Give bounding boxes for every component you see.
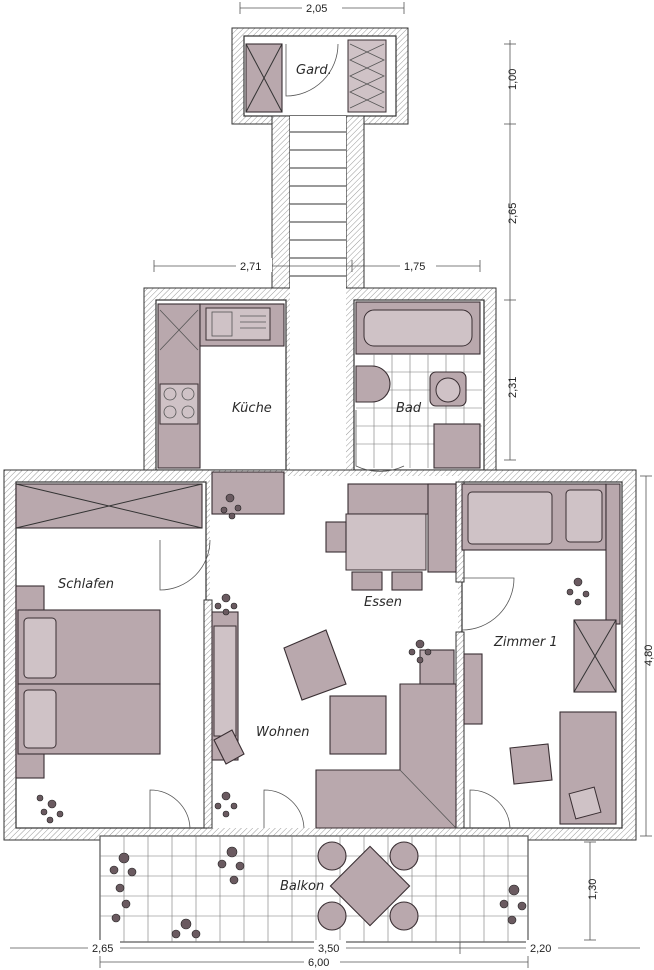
- plant-icon: [408, 639, 432, 664]
- zimmer1-label: Zimmer 1: [493, 635, 558, 650]
- balkon-area: Balkon: [99, 835, 529, 943]
- plant-icon: [36, 794, 64, 824]
- dim-bottom-1: 2,65: [92, 943, 113, 955]
- plant-icon: [499, 884, 527, 925]
- wohnen-label: Wohnen: [256, 725, 310, 740]
- dim-bottom-2: 3,50: [318, 943, 339, 955]
- dim-right-3: 2,31: [507, 377, 519, 398]
- dim-right-4: 4,80: [643, 645, 654, 666]
- plant-icon: [214, 593, 238, 616]
- dim-right-5: 1,30: [587, 879, 599, 900]
- kueche-label: Küche: [232, 401, 272, 416]
- plant-icon: [217, 846, 245, 885]
- bath-room: Bad: [355, 301, 482, 472]
- garderobe-room: Gard.: [245, 39, 387, 113]
- bad-label: Bad: [396, 401, 422, 416]
- schlafen-label: Schlafen: [58, 577, 114, 592]
- plant-icon: [109, 852, 137, 923]
- dim-bottom-3: 2,20: [530, 943, 551, 955]
- dim-mid-left: 2,71: [240, 261, 261, 273]
- balkon-tiles: [100, 836, 528, 942]
- dimensions: 2,05 1,00 2,65 2,31 4,80 1,30 2,71 1,75: [10, 0, 654, 969]
- dim-right-1: 1,00: [507, 69, 519, 90]
- plant-icon: [214, 791, 238, 818]
- garderobe-label: Gard.: [296, 63, 332, 78]
- dim-mid-right: 1,75: [404, 261, 425, 273]
- balkon-label: Balkon: [280, 879, 324, 894]
- plant-icon: [220, 493, 242, 520]
- zimmer1-room: Zimmer 1: [461, 483, 621, 829]
- plant-icon: [171, 918, 201, 939]
- dim-right-2: 2,65: [507, 203, 519, 224]
- plant-icon: [566, 577, 590, 606]
- dim-top-width: 2,05: [306, 3, 327, 15]
- essen-room: Essen: [220, 483, 457, 610]
- dim-bottom-total: 6,00: [308, 957, 329, 969]
- wohnen-room: Wohnen: [211, 593, 457, 829]
- stairs: [290, 131, 346, 277]
- essen-label: Essen: [364, 595, 402, 610]
- schlafen-room: Schlafen: [15, 483, 211, 829]
